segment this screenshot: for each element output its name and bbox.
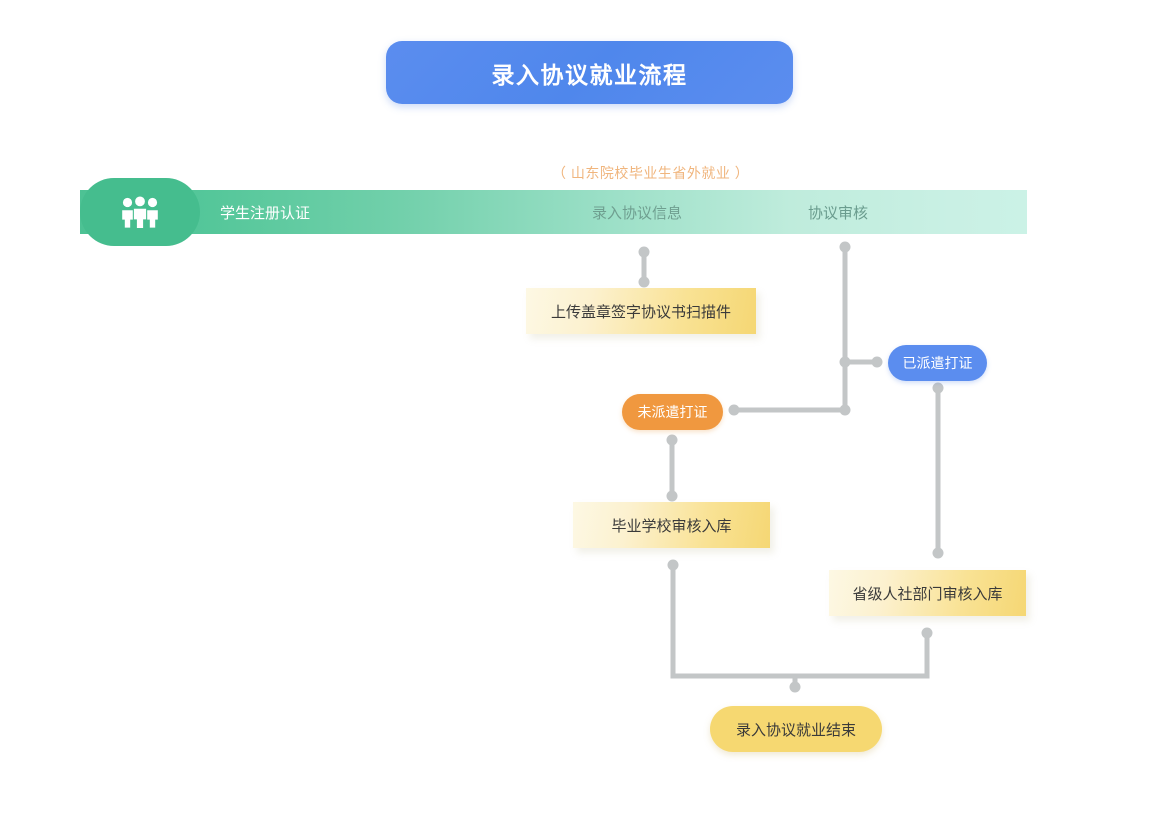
- node-school-review[interactable]: 毕业学校审核入库: [573, 502, 770, 548]
- node-dispatched[interactable]: 已派遣打证: [888, 345, 987, 381]
- three-people-icon: [122, 196, 158, 228]
- node-flow-end[interactable]: 录入协议就业结束: [710, 706, 882, 752]
- stage-bar-icon-cap: [80, 178, 200, 246]
- stage-bar-caption: （ 山东院校毕业生省外就业 ）: [552, 165, 750, 181]
- node-province-review[interactable]: 省级人社部门审核入库: [829, 570, 1026, 616]
- stage-label-enter-agreement-info: 录入协议信息: [592, 205, 683, 222]
- node-upload-scanned-agreement[interactable]: 上传盖章签字协议书扫描件: [526, 288, 756, 334]
- stage-label-agreement-review: 协议审核: [808, 205, 869, 222]
- stage-bar: [80, 190, 1027, 234]
- page-title: 录入协议就业流程: [386, 41, 793, 104]
- node-undispatched[interactable]: 未派遣打证: [622, 394, 723, 430]
- stage-label-student-registration: 学生注册认证: [220, 205, 311, 222]
